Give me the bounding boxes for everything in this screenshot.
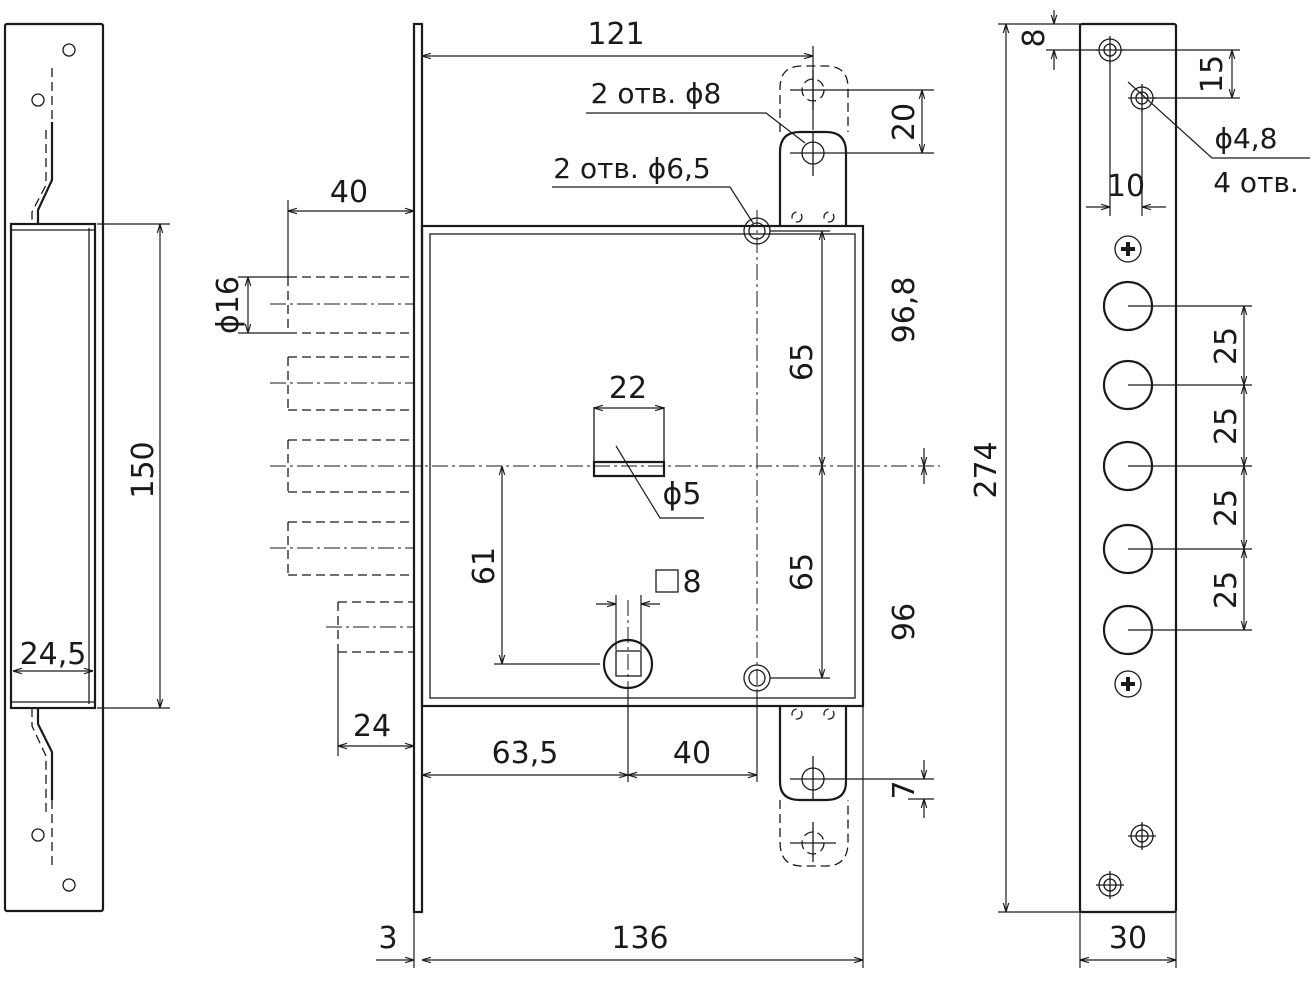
dim-25-a: 25 xyxy=(1209,327,1244,365)
strike-plate-view: 150 24,5 xyxy=(3,22,170,913)
note-holes-8: 2 отв. ϕ8 xyxy=(591,77,722,110)
lock-body-view: 121 2 отв. ϕ8 2 отв. ϕ6,5 40 ϕ16 22 ϕ5 8… xyxy=(211,17,940,968)
dim-25-b: 25 xyxy=(1209,407,1244,445)
screw-hole xyxy=(1096,871,1124,899)
dim-40-bolt: 40 xyxy=(330,175,368,210)
faceplate-outline xyxy=(1078,22,1178,914)
dim-7: 7 xyxy=(887,780,922,799)
dim-274: 274 xyxy=(969,441,1004,498)
dim-8-top: 8 xyxy=(1017,28,1052,47)
dim-10: 10 xyxy=(1107,169,1145,204)
deadbolts xyxy=(270,276,414,653)
strike-box xyxy=(9,222,97,710)
phillips-screw xyxy=(1114,235,1142,263)
dim-136: 136 xyxy=(611,921,668,956)
dim-121: 121 xyxy=(587,17,644,52)
faceplate-view: 25 25 25 25 274 8 15 10 ϕ4,8 4 отв. 30 xyxy=(969,10,1310,968)
mounting-hole xyxy=(62,43,76,57)
dim-22: 22 xyxy=(609,371,647,406)
dim-phi5: ϕ5 xyxy=(663,477,702,512)
dim-25-d: 25 xyxy=(1209,571,1244,609)
note-holes-6-5: 2 отв. ϕ6,5 xyxy=(553,152,710,185)
dim-3: 3 xyxy=(378,921,397,956)
dim-phi4-8: ϕ4,8 xyxy=(1215,122,1278,155)
dim-65-upper: 65 xyxy=(785,343,820,381)
dim-30: 30 xyxy=(1109,921,1147,956)
dim-square-8: 8 xyxy=(682,565,701,600)
note-4-holes: 4 отв. xyxy=(1213,166,1299,199)
mounting-hole xyxy=(62,878,76,892)
lock-faceplate xyxy=(412,22,424,914)
mounting-hole xyxy=(31,828,45,842)
dim-96-8: 96,8 xyxy=(887,277,922,344)
dim-61: 61 xyxy=(467,547,502,585)
dim-20: 20 xyxy=(887,103,922,141)
dim-24: 24 xyxy=(353,709,391,744)
dim-96: 96 xyxy=(887,603,922,641)
dim-65-lower: 65 xyxy=(785,553,820,591)
dim-phi16: ϕ16 xyxy=(211,276,246,334)
screw-hole xyxy=(1128,822,1156,850)
screw-hole xyxy=(1128,84,1156,112)
strike-plate-outline xyxy=(3,22,105,913)
mounting-hole xyxy=(31,93,45,107)
lock-case xyxy=(420,224,865,708)
screw-hole xyxy=(1096,36,1124,64)
dim-25-c: 25 xyxy=(1209,489,1244,527)
dim-24-5: 24,5 xyxy=(20,637,87,672)
dim-15: 15 xyxy=(1195,55,1230,93)
dim-63-5: 63,5 xyxy=(492,736,559,771)
dim-40-holes: 40 xyxy=(673,736,711,771)
square-symbol xyxy=(655,569,679,593)
phillips-screw xyxy=(1114,670,1142,698)
dim-150: 150 xyxy=(126,441,161,498)
